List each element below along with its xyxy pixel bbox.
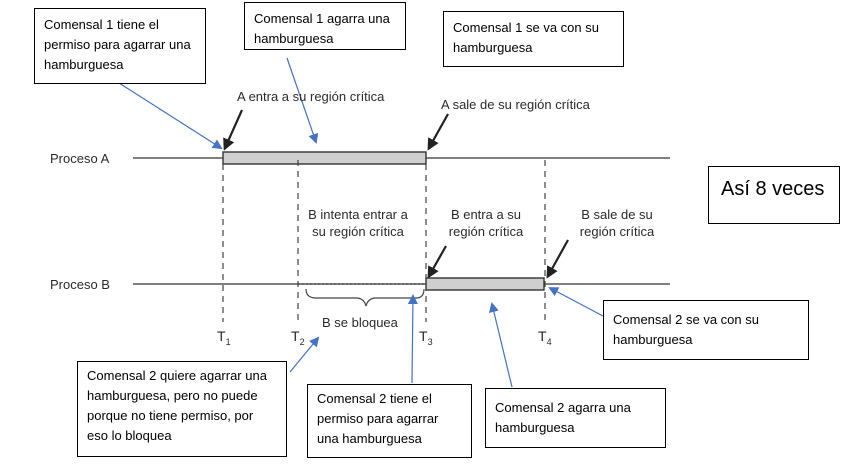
process-b-critical-region-bar — [425, 277, 545, 291]
time-mark-t1: T1 — [217, 328, 231, 347]
b-leaves-label: B sale de su región crítica — [579, 207, 655, 239]
process-a-critical-region-bar — [222, 151, 427, 165]
a-enters-arrow — [223, 109, 244, 151]
b-blocked-label: B se bloquea — [322, 315, 398, 330]
repeat-box: Así 8 veces — [708, 166, 840, 224]
comensal2-grabs-box: Comensal 2 agarra una hamburguesa — [485, 388, 666, 448]
process-a-label: Proceso A — [50, 151, 110, 166]
blocked-brace — [305, 288, 425, 307]
comensal1-grabs-box: Comensal 1 agarra una hamburguesa — [244, 2, 406, 50]
b-enters-arrow — [427, 245, 447, 279]
comensal1-leaves-box: Comensal 1 se va con su hamburguesa — [443, 11, 624, 67]
comensal2-leaves-box: Comensal 2 se va con su hamburguesa — [603, 300, 809, 360]
c2-permission-arrow — [407, 294, 418, 384]
time-mark-t3: T3 — [419, 328, 433, 347]
c1-permission-arrow — [118, 82, 223, 150]
a-enters-label: A entra a su región crítica — [237, 89, 385, 104]
c2-grabs-arrow — [489, 302, 513, 388]
c1-grabs-arrow — [286, 57, 319, 144]
comensal2-wants-box: Comensal 2 quiere agarrar una hamburgues… — [77, 361, 287, 457]
b-leaves-arrow — [546, 239, 569, 279]
process-b-label: Proceso B — [50, 277, 110, 292]
a-leaves-label: A sale de su región crítica — [441, 97, 590, 112]
b-tries-label: B intenta entrar a su región crítica — [308, 207, 408, 239]
b-enters-label: B entra a su región crítica — [448, 207, 524, 239]
c2-leaves-arrow — [548, 287, 604, 317]
comensal1-permission-box: Comensal 1 tiene el permiso para agarrar… — [34, 8, 206, 84]
a-leaves-arrow — [427, 113, 449, 151]
time-mark-t4: T4 — [538, 328, 552, 347]
c2-wants-arrow — [289, 336, 320, 373]
time-mark-t2: T2 — [291, 328, 305, 347]
comensal2-permission-box: Comensal 2 tiene el permiso para agarrar… — [307, 384, 472, 458]
